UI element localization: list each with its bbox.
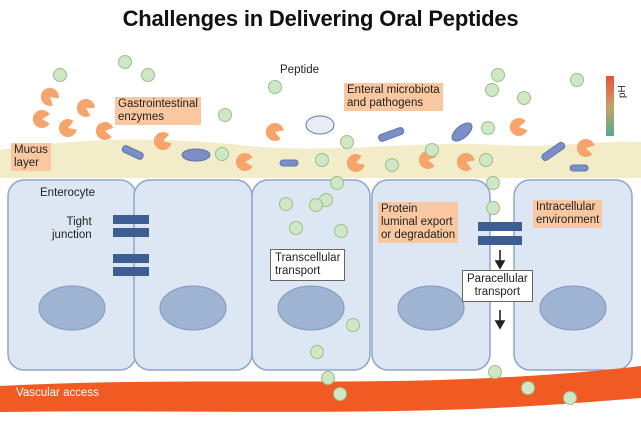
peptide-icon [334,224,348,238]
transcellular-label: Transcellular transport [270,249,346,281]
peptide-icon [485,83,499,97]
peptide-icon [488,365,502,379]
tight-junction-icon [113,215,522,276]
peptide-icon [385,158,399,172]
enzyme-icon [456,152,475,171]
ph-gradient-bar [606,76,614,136]
microbe-icon [305,115,335,135]
peptide-icon [321,371,335,385]
nucleus-icon [38,285,106,331]
microbe-icon [181,148,211,162]
gi-enzymes-label: Gastrointestinal enzymes [115,97,201,125]
peptide-icon [486,201,500,215]
enzyme-icon [576,138,595,157]
nucleus-icon [159,285,227,331]
microbe-icon [541,141,566,162]
enzyme-icon [95,122,114,140]
arrow-down-icon [494,250,506,330]
enzyme-icon [32,109,50,128]
peptide-icon [289,221,303,235]
luminal-export-label: Protein luminal export or degradation [378,202,459,243]
peptide-icon [517,91,531,105]
nucleus-icon [277,285,345,331]
ph-label: pH [617,85,628,98]
peptide-icon [309,198,323,212]
enzyme-icon [509,118,528,136]
peptide-icon [486,176,500,190]
page-title: Challenges in Delivering Oral Peptides [122,6,519,31]
peptide-icon [425,143,439,157]
nucleus-icon [539,285,607,331]
enzyme-icon [235,153,253,171]
microbe-icon [451,122,473,142]
enzyme-icon [265,122,284,141]
peptide-icon [340,135,354,149]
enzyme-icon [76,98,95,117]
peptide-icon [333,387,347,401]
microbe-icon [121,145,144,160]
peptide-icon [141,68,155,82]
vascular-access-band [0,366,641,412]
peptide-icon [53,68,67,82]
intracellular-label: Intracellular environment [533,200,603,228]
enterocyte-label: Enterocyte [40,187,95,199]
peptide-icon [268,80,282,94]
microbe-icon [569,164,589,172]
nuclei [38,285,607,331]
paracellular-label: Paracellular transport [462,270,533,302]
microbe-icon [279,159,299,167]
peptide-icon [570,73,584,87]
peptide-icon [218,108,232,122]
peptide-icon [279,197,293,211]
cell-2 [133,179,253,371]
peptide-icon [563,391,577,405]
peptide-icon [118,55,132,69]
peptide-icon [479,153,493,167]
peptide-icon [481,121,495,135]
enzyme-icon [40,87,59,106]
enzyme-icon [58,119,77,138]
microbe-icon [378,127,405,142]
peptide-icon [346,318,360,332]
nucleus-icon [397,285,465,331]
microbes [121,115,589,172]
peptide-icon [215,147,229,161]
peptide-icon [521,381,535,395]
peptides [53,55,584,405]
peptide-label: Peptide [280,64,320,76]
peptide-icon [315,153,329,167]
tight-junction-label: Tight junction [52,216,92,241]
mucus-layer-label: Mucus layer [11,143,51,171]
microbiota-label: Enteral microbiota and pathogens [344,83,443,111]
vascular-access-label: Vascular access [16,387,99,399]
peptide-icon [310,345,324,359]
peptide-icon [491,68,505,82]
peptide-icon [330,176,344,190]
enzyme-icon [346,154,365,173]
enzyme-icon [153,132,172,151]
